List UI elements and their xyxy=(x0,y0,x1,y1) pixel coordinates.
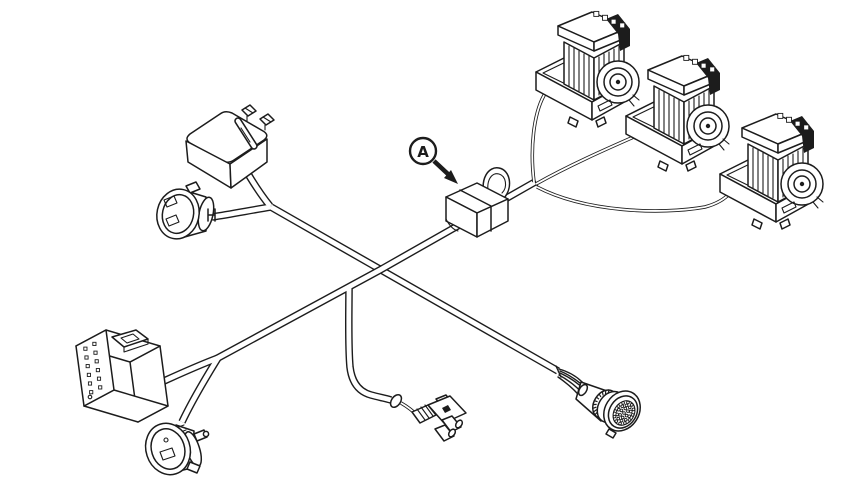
callout-a-arrow-head xyxy=(444,170,458,184)
harness-clamp xyxy=(445,167,511,238)
multi-pin-rectangular-connector xyxy=(75,329,169,423)
callout-a-circle xyxy=(408,136,438,166)
solenoid-valve-connector-3 xyxy=(719,112,824,230)
solenoid-valve-connector-2 xyxy=(625,54,730,172)
callout-a: A xyxy=(408,136,458,184)
box-connector xyxy=(185,104,275,189)
round-multi-pin-connector xyxy=(575,381,641,439)
round-bayonet-connector-lower xyxy=(144,422,210,476)
callout-a-arrow-shaft xyxy=(432,159,451,177)
round-bayonet-connector-upper xyxy=(156,181,216,240)
connector-pins xyxy=(612,400,636,426)
solenoid-leads xyxy=(530,91,732,213)
solenoid-valve-connector-1 xyxy=(535,10,640,128)
two-pin-connector xyxy=(411,394,467,442)
callout-a-label: A xyxy=(417,143,429,161)
connector-pin-grid xyxy=(83,341,103,395)
inline-ferrule xyxy=(389,393,403,409)
